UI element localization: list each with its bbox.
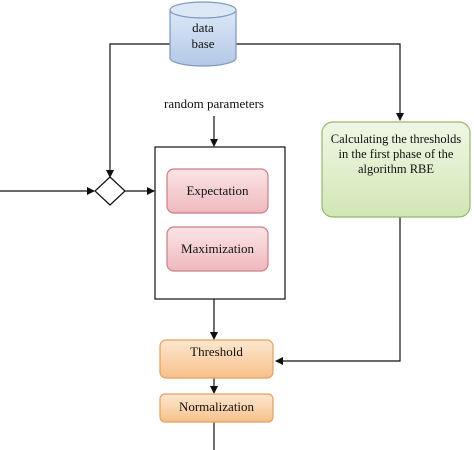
maximization-label: Maximization: [181, 241, 254, 256]
normalization-label: Normalization: [178, 399, 255, 414]
database-label-line1: data: [192, 20, 214, 35]
expectation-box: [166, 168, 269, 214]
connectors: [0, 43, 404, 450]
expectation-label: Expectation: [186, 183, 249, 198]
threshold-box: [159, 339, 274, 379]
connector-thresholds-to-threshold: [275, 217, 401, 365]
normalization-box: [159, 393, 274, 423]
connector-database-to-decision: [106, 43, 170, 178]
random-parameters-label: random parameters: [164, 96, 264, 111]
database-cylinder: [169, 1, 237, 67]
connector-database-to-thresholds: [236, 43, 404, 121]
thresholds-calc-label: Calculating the thresholds in the first …: [330, 132, 462, 176]
threshold-label: Threshold: [190, 344, 243, 359]
thresholds-calc-box: [321, 121, 471, 218]
database-label-line2: base: [191, 36, 215, 51]
maximization-box: [166, 226, 269, 272]
decision-diamond: [94, 176, 126, 206]
